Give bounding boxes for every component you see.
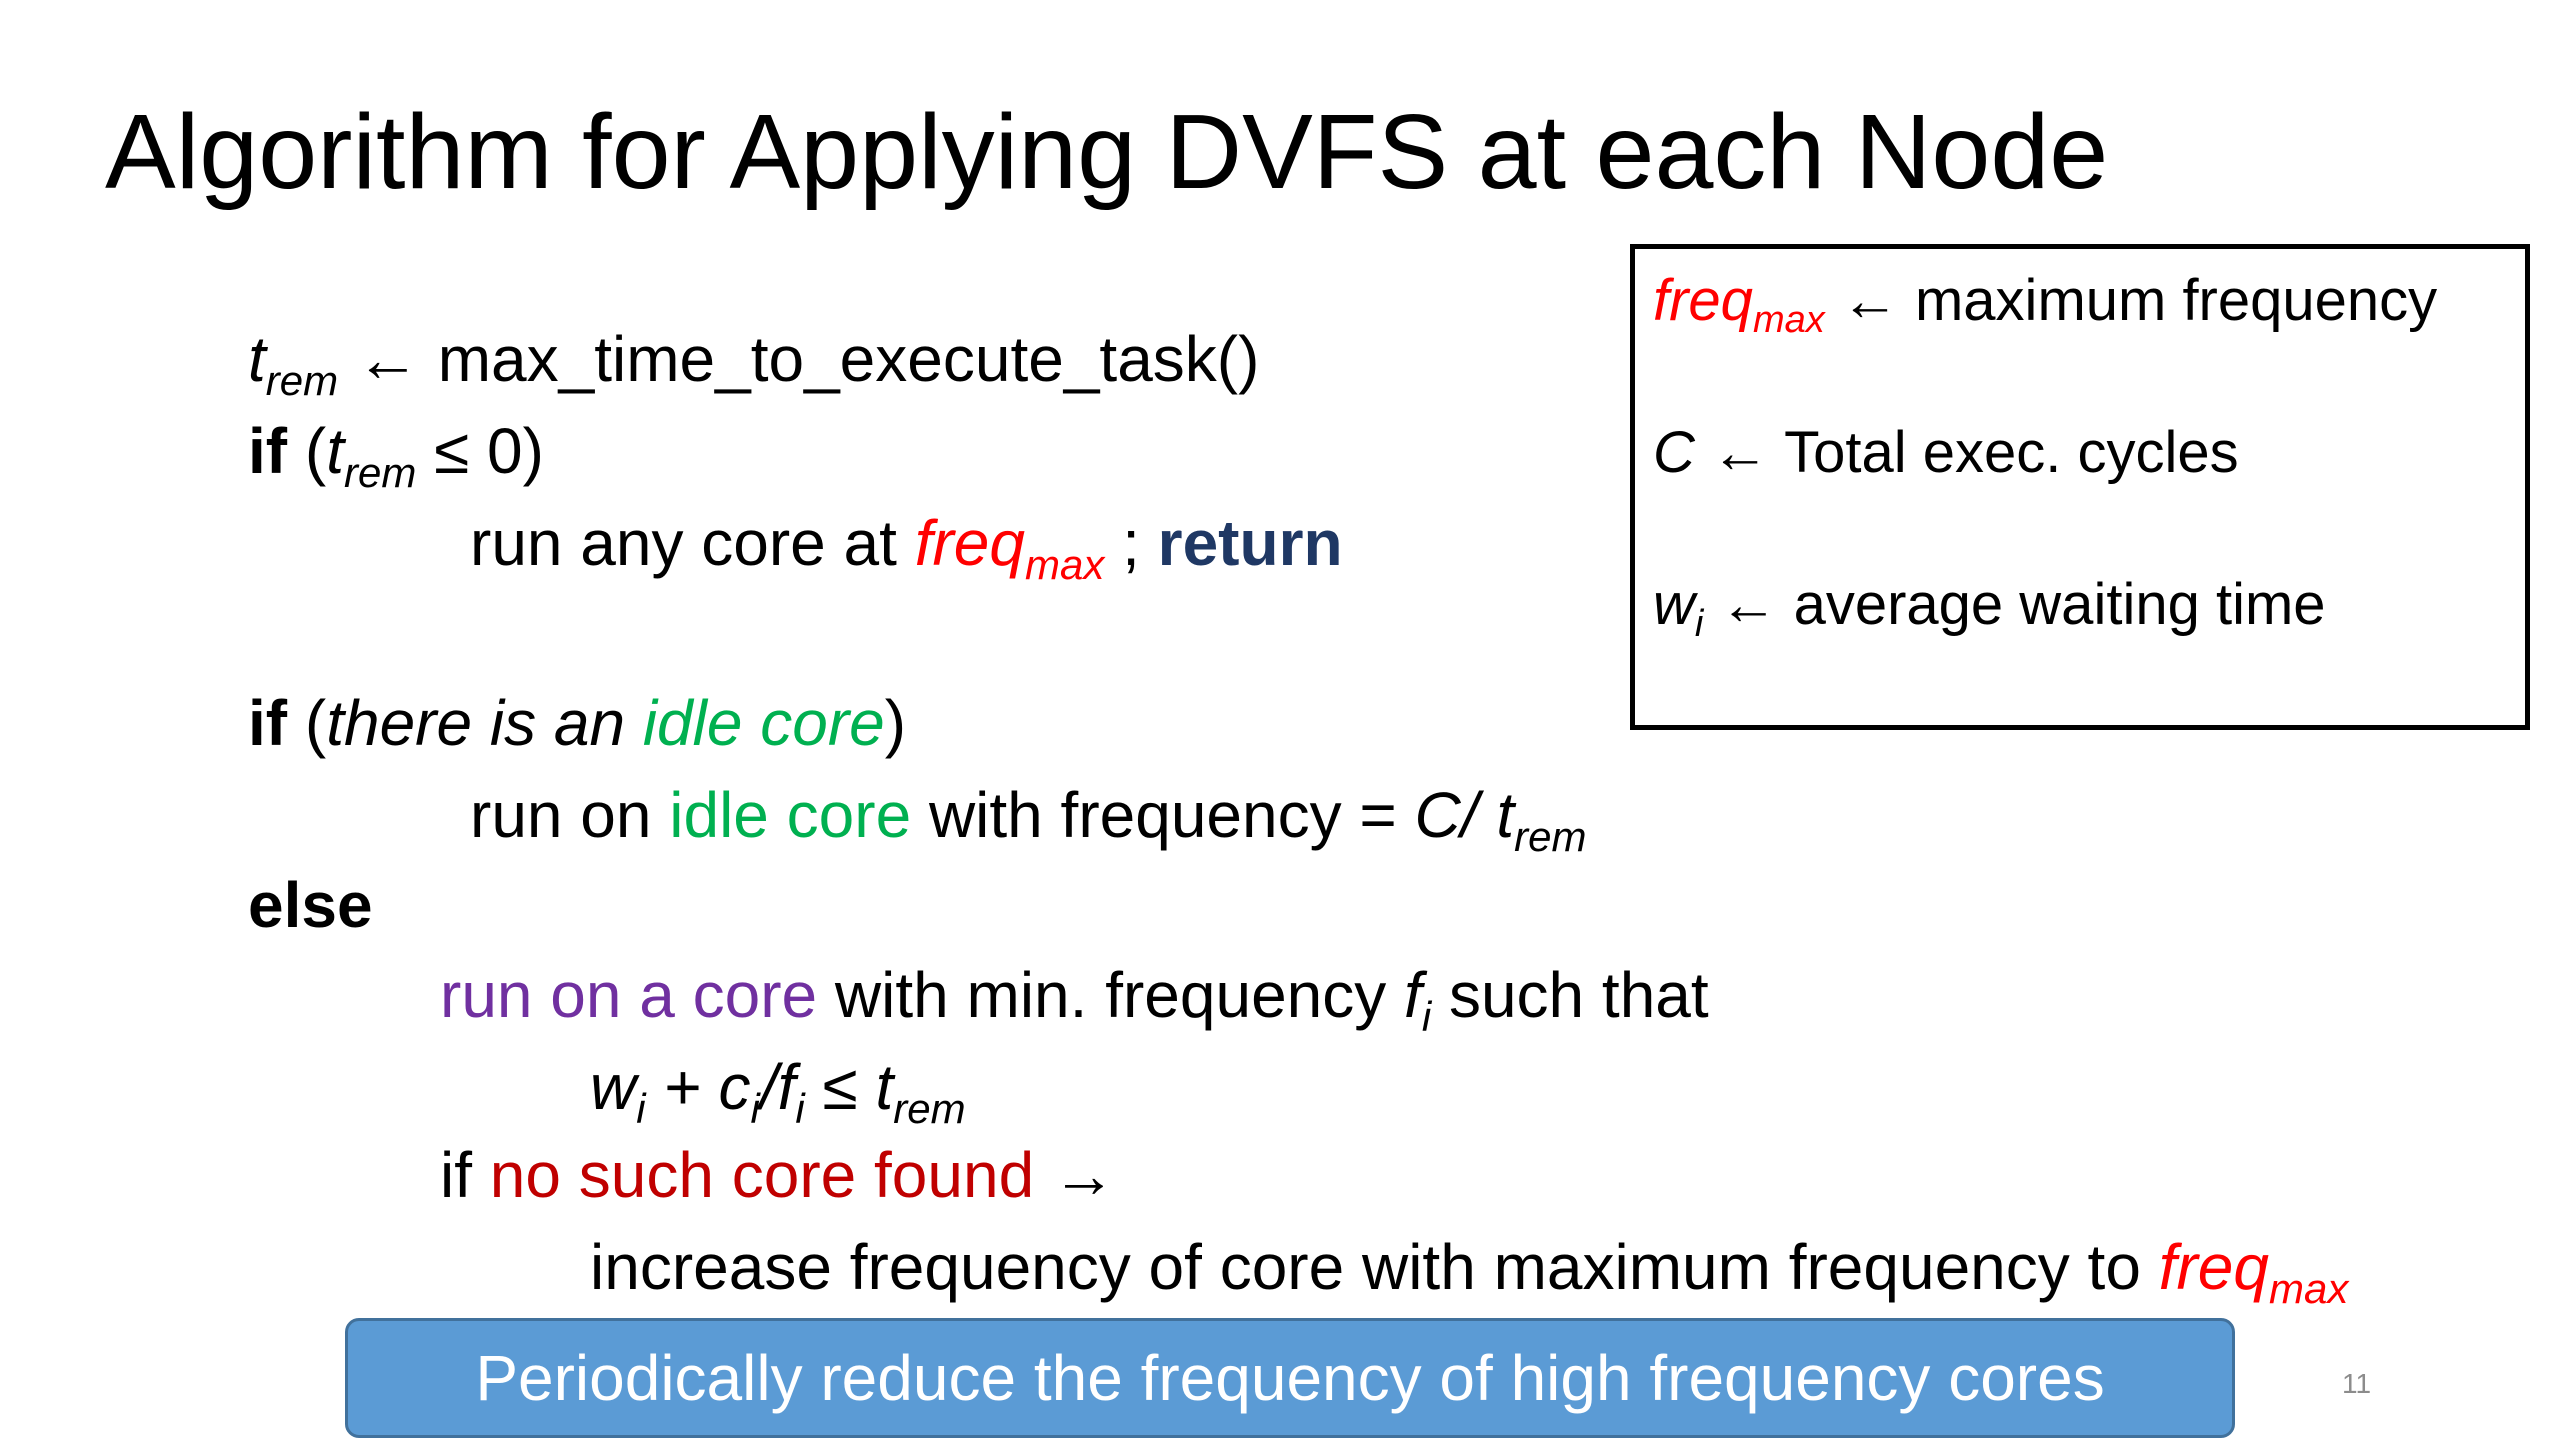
algo-line-4: if (there is an idle core) [248, 687, 907, 759]
legend-box: freqmax ← maximum frequency C ← Total ex… [1630, 244, 2530, 730]
algo-line-2: if (trem ≤ 0) [248, 415, 544, 496]
algo-line-3: run any core at freqmax ; return [470, 507, 1343, 588]
idle-core-term: idle core [669, 779, 912, 851]
right-arrow-icon: → [1034, 1139, 1116, 1211]
freq-max-var: freqmax [2158, 1231, 2349, 1312]
left-arrow-icon: ← [1840, 268, 1899, 333]
algo-line-9: if no such core found → [440, 1139, 1116, 1211]
else-keyword: else [248, 869, 373, 941]
left-arrow-icon: ← [355, 323, 420, 395]
algo-line-7: run on a core with min. frequency fi suc… [440, 959, 1709, 1040]
algo-line-1: trem ← max_time_to_execute_task() [248, 322, 1260, 404]
if-keyword: if [248, 415, 288, 487]
return-keyword: return [1157, 507, 1343, 579]
page-number: 11 [2342, 1368, 2372, 1399]
if-keyword: if [248, 687, 288, 759]
legend-item-c: C ← Total exec. cycles [1653, 420, 2239, 485]
idle-core-term: idle core [642, 687, 885, 759]
run-on-a-core-term: run on a core [440, 959, 818, 1031]
algo-line-10: increase frequency of core with maximum … [590, 1231, 2349, 1312]
callout-banner: Periodically reduce the frequency of hig… [345, 1318, 2235, 1438]
t-rem-var: trem [326, 415, 417, 496]
legend-item-w-i: wi ← average waiting time [1653, 572, 2326, 645]
algo-line-5: run on idle core with frequency = C/ tre… [470, 779, 1587, 860]
algo-line-8-condition: wi + ci/fi ≤ trem [590, 1051, 966, 1132]
t-rem-var: trem [248, 323, 339, 404]
max-time-call: max_time_to_execute_task() [419, 323, 1260, 395]
legend-item-freq-max: freqmax ← maximum frequency [1653, 268, 2438, 341]
left-arrow-icon: ← [1719, 572, 1778, 637]
left-arrow-icon: ← [1711, 420, 1770, 485]
no-such-core-term: no such core found [489, 1139, 1035, 1211]
freq-max-var: freqmax [914, 507, 1105, 588]
algo-line-6: else [248, 868, 373, 942]
slide-title: Algorithm for Applying DVFS at each Node [105, 93, 2109, 211]
f-i-var: fi [1404, 959, 1432, 1040]
c-over-t-rem: C/ trem [1414, 779, 1587, 860]
